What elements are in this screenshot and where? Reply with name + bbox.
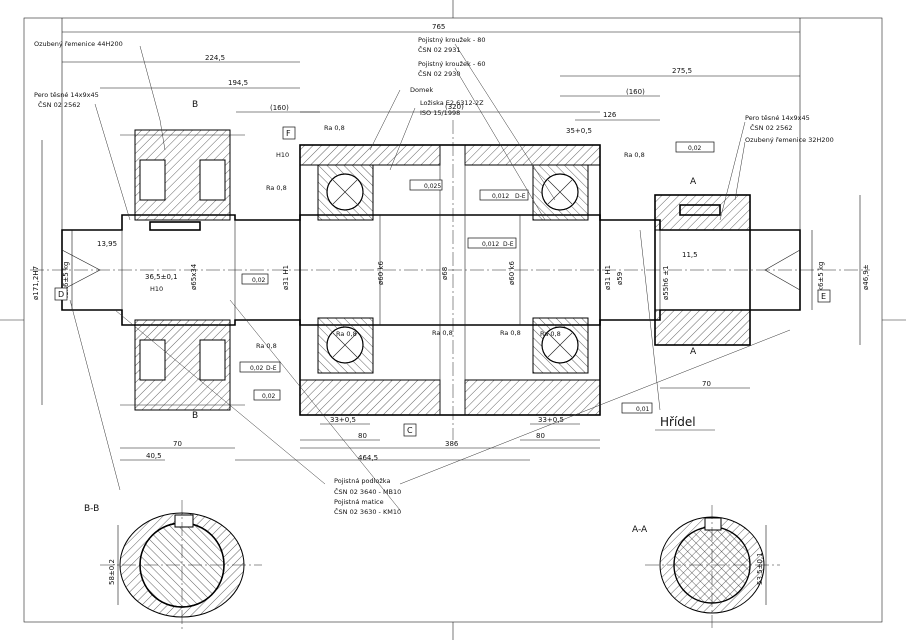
dim-70a: 70	[173, 440, 182, 448]
section-aa-title: A-A	[632, 525, 648, 535]
dim-126: 126	[603, 111, 617, 119]
ra-6: Ra 0,8	[624, 151, 645, 159]
dia-55b: ø55h6 ±1	[662, 265, 670, 300]
section-bb-title: B-B	[84, 504, 99, 514]
label-ring-80-std: ČSN 02 2931	[418, 45, 460, 54]
ra-8: Ra 0,8	[540, 330, 561, 338]
tol-6: 0,02	[262, 393, 276, 400]
dia-center: ø68	[441, 267, 449, 280]
label-gear-right: Ozubený řemenice 32H200	[745, 136, 834, 144]
dia-60a: ø60 k6	[377, 261, 385, 285]
dia-60b: ø60 k6	[508, 261, 516, 285]
section-aa	[645, 505, 780, 628]
dim-35: 35+0,5	[566, 127, 592, 135]
bearing-left-bottom	[317, 317, 374, 374]
label-housing: Domek	[410, 86, 433, 94]
dim-70b: 70	[702, 380, 711, 388]
dia-right2: ø46,9±	[862, 264, 870, 290]
bearing-right-top	[532, 164, 589, 221]
ra-2: Ra 0,8	[266, 184, 287, 192]
ra-1: Ra 0,8	[324, 124, 345, 132]
datum-f: F	[286, 129, 291, 138]
right-pulley	[654, 194, 751, 346]
label-key-left: Pero těsné 14x9x45	[34, 91, 99, 99]
section-bb	[100, 500, 262, 630]
anno-h10b: H10	[150, 285, 163, 293]
label-ring-60-std: ČSN 02 2930	[418, 69, 460, 78]
tol-7: 0,01	[636, 406, 650, 413]
dia-31b: ø31 H1	[604, 265, 612, 290]
tol-ref-2: D-E	[503, 241, 514, 248]
dim-36: 36,5±0,1	[145, 273, 178, 281]
dia-59: ø59	[616, 272, 624, 285]
label-nut-std: ČSN 02 3630 - KM10	[334, 507, 401, 516]
dim-40: 40,5	[146, 452, 162, 460]
dimension-lines	[41, 18, 861, 461]
dim-33a: 33+0,5	[330, 416, 356, 424]
sec-aa-dim: 53,5±0,1	[756, 552, 764, 585]
datum-b-top: B	[192, 100, 198, 110]
dim-464: 464,5	[358, 454, 378, 462]
label-ring-80: Pojistný kroužek - 80	[418, 36, 486, 44]
tol-1: 0,02	[252, 277, 266, 284]
dim-160b: (160)	[626, 88, 645, 96]
bearing-right-bottom	[532, 317, 589, 374]
label-key-left-std: ČSN 02 2562	[38, 100, 80, 109]
dim-224: 224,5	[205, 54, 225, 62]
datum-a-bottom: A	[690, 347, 697, 357]
anno-h10: H10	[276, 151, 289, 159]
datum-e: E	[821, 292, 826, 301]
ra-3: Ra 0,8	[256, 342, 277, 350]
datum-b-bottom: B	[192, 411, 198, 421]
label-key-right: Pero těsné 14x9x45	[745, 114, 810, 122]
datum-a-top: A	[690, 177, 697, 187]
dim-275: 275,5	[672, 67, 692, 75]
dia-left2: 45k6±5 kg	[62, 262, 70, 300]
label-gear-left: Ozubený řemenice 44H200	[34, 40, 123, 48]
dia-left: ø171,2H7	[32, 266, 40, 300]
dim-320: (320)	[445, 103, 464, 111]
tol-3: 0,012	[492, 193, 509, 200]
dim-80b: 80	[536, 432, 545, 440]
dim-194: 194,5	[228, 79, 248, 87]
dim-overall: 765	[432, 23, 445, 31]
tol-ref-3: D-E	[266, 365, 277, 372]
dim-13: 13,95	[97, 240, 117, 248]
dia-right: 45k6±5 kg	[817, 262, 825, 300]
ra-4: Ra 0,8	[432, 329, 453, 337]
label-bearing: Ložiska E2,6312-2Z	[420, 99, 484, 107]
label-washer: Pojistná podložka	[334, 477, 390, 485]
dim-386: 386	[445, 440, 459, 448]
sec-bb-dim: 58±0,2	[108, 559, 116, 585]
tol-4: 0,012	[482, 241, 499, 248]
label-key-right-std: ČSN 02 2562	[750, 123, 792, 132]
tol-ref-1: D-E	[515, 193, 526, 200]
ra-5: Ra 0,8	[500, 329, 521, 337]
bearing-left-top	[317, 164, 374, 221]
label-ring-60: Pojistný kroužek - 60	[418, 60, 486, 68]
leader-lines	[69, 43, 791, 511]
datum-c: C	[407, 426, 413, 435]
label-nut: Pojistná matice	[334, 498, 384, 506]
label-washer-std: ČSN 02 3640 - MB10	[334, 487, 401, 496]
housing	[299, 144, 601, 416]
tol-5: 0,02	[250, 365, 264, 372]
dia-31a: ø31 H1	[282, 265, 290, 290]
ra-7: Ra 0,8	[336, 330, 357, 338]
dim-160a: (160)	[270, 104, 289, 112]
dim-33b: 33+0,5	[538, 416, 564, 424]
tol-8: 0,02	[688, 145, 702, 152]
datum-d: D	[58, 290, 64, 299]
dia-hub: ø65x34	[190, 263, 198, 290]
left-pulley	[120, 129, 245, 411]
dim-11: 11,5	[682, 251, 698, 259]
label-bearing-std: ISO 15/1998	[420, 109, 460, 117]
tol-2: 0,025	[424, 183, 441, 190]
label-shaft: Hřídel	[660, 415, 696, 429]
dim-80a: 80	[358, 432, 367, 440]
